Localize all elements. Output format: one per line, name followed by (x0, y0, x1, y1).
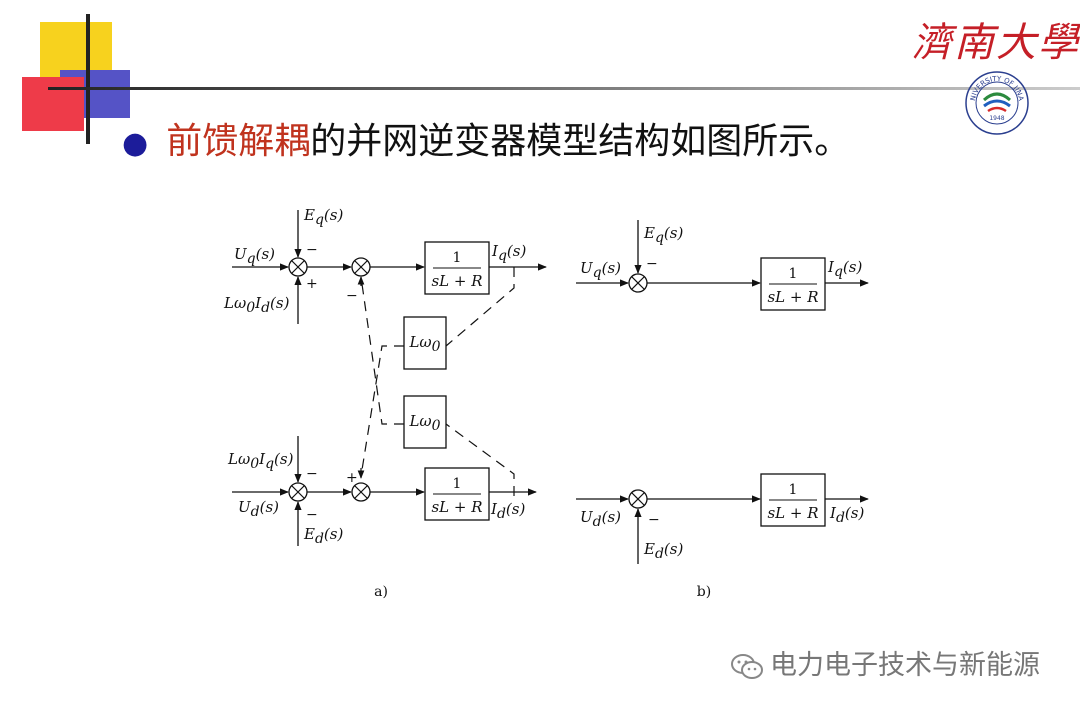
svg-text:Eq(s): Eq(s) (643, 224, 683, 246)
sign-minus-bd: − (648, 512, 660, 528)
cross-coupling-block-2 (403, 395, 447, 449)
decor-red-square (22, 77, 84, 131)
summing-junction-bq (628, 273, 648, 293)
title-rest: 的并网逆变器模型结构如图所示。 (310, 121, 851, 162)
sign-minus-d1b: − (306, 507, 318, 523)
label-Ud: U (238, 498, 252, 516)
diagram-b: 1 sL + R Uq(s) Eq(s) − Iq(s) 1 sL + R Ud… (576, 220, 869, 600)
tf-numerator-q: 1 (453, 250, 462, 266)
cross-coupling-block-1 (403, 316, 447, 370)
caption-b: b) (697, 584, 711, 600)
tf-numerator-bq: 1 (789, 266, 798, 282)
sign-minus-bq: − (646, 256, 658, 272)
title-highlight: 前馈解耦 (166, 121, 311, 162)
svg-text:Ed(s): Ed(s) (643, 540, 683, 562)
svg-text:Ed(s): Ed(s) (303, 525, 343, 547)
svg-text:Lω0Id(s): Lω0Id(s) (223, 294, 290, 316)
svg-text:Eq(s): Eq(s) (303, 206, 343, 228)
summing-junction-q2 (351, 257, 371, 277)
svg-text:UNIVERSITY OF JINAN: UNIVERSITY OF JINAN (964, 70, 1025, 102)
cross-label-2: Lω (408, 412, 431, 430)
svg-text:Ud(s): Ud(s) (580, 508, 621, 530)
page-title: ● 前馈解耦的并网逆变器模型结构如图所示。 (122, 112, 850, 164)
seal-year: 1948 (989, 115, 1004, 122)
svg-text:Id(s): Id(s) (490, 500, 525, 522)
svg-text:Lω0Iq(s): Lω0Iq(s) (227, 450, 294, 472)
decor-vertical-line (86, 14, 90, 144)
summing-junction-q1 (288, 257, 308, 277)
svg-text:Uq(s): Uq(s) (234, 245, 275, 267)
sign-minus-d1: − (306, 466, 318, 482)
watermark-text: 电力电子技术与新能源 (770, 650, 1040, 681)
tf-denominator-bq: sL + R (767, 288, 818, 306)
cross-label-1: Lω (408, 333, 431, 351)
decor-horizontal-line (48, 87, 1080, 90)
watermark: 电力电子技术与新能源 (730, 643, 1040, 682)
tf-denominator-q: sL + R (431, 272, 482, 290)
caption-a: a) (374, 584, 388, 600)
seal-ring-text: UNIVERSITY OF JINAN (964, 70, 1025, 102)
label-b-Iq: I (827, 258, 835, 276)
diagram-a: 1 sL + R Uq(s) Eq(s) − + − Lω0Id(s) Iq(s… (223, 206, 547, 600)
tf-denominator-d: sL + R (431, 498, 482, 516)
coupling-dashed-lines (360, 267, 515, 496)
university-seal-icon: UNIVERSITY OF JINAN 1948 (964, 70, 1029, 135)
tf-numerator-bd: 1 (789, 482, 798, 498)
label-Iq: I (491, 242, 499, 260)
label-Lw0Iq: Lω (227, 450, 250, 468)
label-Eq: E (303, 206, 315, 224)
university-logo-text: 濟南大學 (912, 20, 1080, 66)
sign-minus-q1: − (306, 242, 318, 258)
tf-numerator-d: 1 (453, 476, 462, 492)
label-b-Uq: U (580, 259, 594, 277)
label-Id: I (490, 500, 498, 518)
label-Ed: E (303, 525, 315, 543)
label-b-Ud: U (580, 508, 594, 526)
tf-denominator-bd: sL + R (767, 504, 818, 522)
svg-text:Ud(s): Ud(s) (238, 498, 279, 520)
label-b-Eq: E (643, 224, 655, 242)
label-Lw0Id: Lω (223, 294, 246, 312)
svg-text:Iq(s): Iq(s) (827, 258, 862, 280)
label-Uq: U (234, 245, 248, 263)
svg-text:Iq(s): Iq(s) (491, 242, 526, 264)
summing-junction-d1 (288, 482, 308, 502)
block-diagram: 1 sL + R Uq(s) Eq(s) − + − Lω0Id(s) Iq(s… (223, 206, 869, 600)
label-b-Id: I (829, 504, 837, 522)
svg-text:Lω0: Lω0 (408, 412, 440, 434)
label-b-Ed: E (643, 540, 655, 558)
wechat-icon (731, 653, 763, 679)
sign-plus-d2: + (346, 470, 358, 486)
svg-text:Lω0: Lω0 (408, 333, 440, 355)
bullet-icon: ● (122, 125, 149, 161)
svg-text:Uq(s): Uq(s) (580, 259, 621, 281)
summing-junction-bd (628, 489, 648, 509)
sign-minus-q2: − (346, 288, 358, 304)
svg-text:Id(s): Id(s) (829, 504, 864, 526)
sign-plus-q1: + (306, 276, 318, 292)
